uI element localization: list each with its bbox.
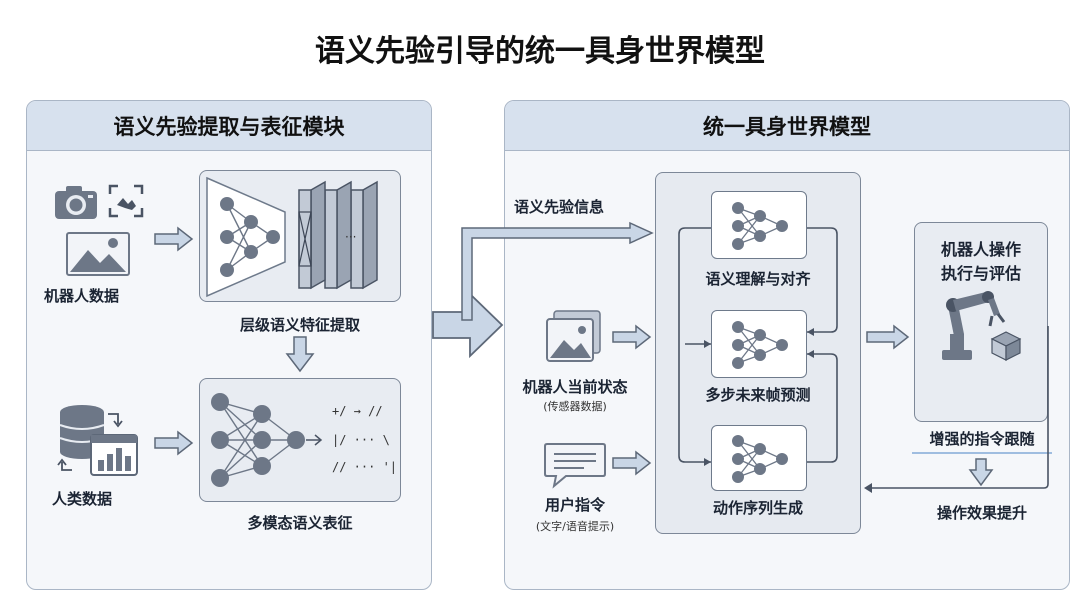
module-future-label: 多步未来帧预测 (705, 386, 811, 404)
neural-network-icon (711, 191, 807, 259)
arrow-semantic-prior (461, 221, 654, 321)
arrow-robot-to-feature (154, 226, 194, 252)
robot-state-sub: (传感器数据) (543, 400, 607, 413)
internal-loop-lines (678, 227, 838, 466)
image-icon (546, 310, 601, 362)
arrow-instruction-to-model (612, 450, 652, 476)
chat-icon (544, 443, 606, 489)
neural-network-icon (711, 425, 807, 491)
hierarchical-feature-label: 层级语义特征提取 (239, 316, 360, 334)
dashboard-icon (90, 434, 138, 476)
code-line-3: // ··· '| (332, 460, 398, 474)
arrow-down-feature-to-multimodal (285, 336, 315, 373)
user-instruction-label: 用户指令 (544, 496, 605, 514)
camera-icon (55, 186, 97, 219)
multimodal-label: 多模态语义表征 (247, 514, 353, 532)
arrow-human-to-multimodal (154, 430, 194, 456)
feature-pyramid-diagram: ··· (206, 176, 378, 298)
arrow-model-to-execution (866, 324, 910, 350)
feedback-loop-arrow (864, 326, 1049, 493)
code-line-2: |/ ··· \ (332, 433, 390, 447)
accent-underline (912, 452, 1052, 454)
robot-arm-icon (942, 291, 1006, 360)
enhanced-following-label: 增强的指令跟随 (929, 430, 1035, 448)
execution-box (914, 222, 1048, 422)
neural-network-icon (211, 393, 323, 487)
arrow-state-to-model (612, 324, 652, 350)
module-action-label: 动作序列生成 (712, 499, 803, 517)
exec-title-line1: 机器人操作 (940, 240, 1021, 259)
human-data-label: 人类数据 (52, 490, 113, 508)
robot-data-label: 机器人数据 (44, 287, 120, 305)
exec-title-line2: 执行与评估 (940, 264, 1021, 283)
page-title: 语义先验引导的统一具身世界模型 (315, 34, 765, 69)
effect-improve-label: 操作效果提升 (936, 504, 1027, 522)
user-instruction-sub: (文字/语音提示) (535, 520, 615, 533)
image-icon (66, 232, 130, 276)
cube-icon (990, 331, 1022, 361)
left-panel-header: 语义先验提取与表征模块 (27, 101, 431, 151)
semantic-prior-info-label: 语义先验信息 (514, 198, 605, 216)
neural-network-icon (711, 310, 807, 378)
robot-state-label: 机器人当前状态 (522, 378, 628, 396)
arrow-down-enhanced (968, 458, 994, 487)
code-line-1: +/ → // (332, 404, 383, 418)
svg-text:···: ··· (345, 230, 356, 244)
scan-icon (108, 184, 144, 218)
module-semantic-label: 语义理解与对齐 (705, 270, 811, 288)
right-panel-header: 统一具身世界模型 (505, 101, 1069, 151)
